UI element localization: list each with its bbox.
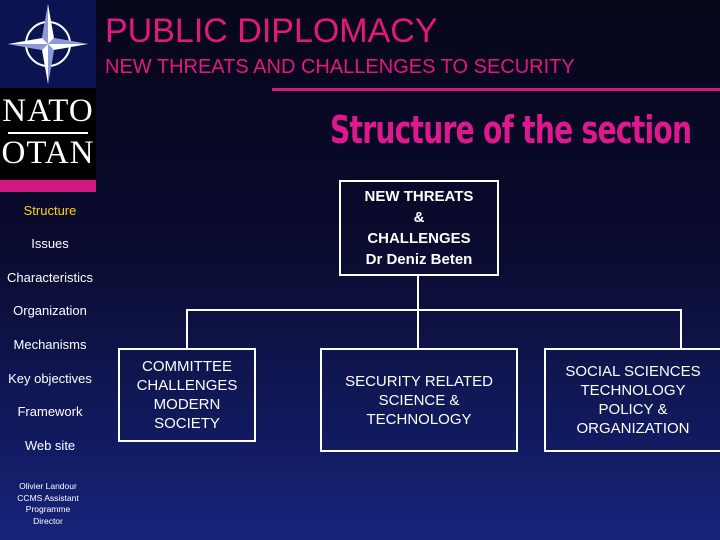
- page-title: PUBLIC DIPLOMACY: [105, 12, 438, 50]
- org-child-box-committee: COMMITTEE CHALLENGES MODERN SOCIETY: [118, 348, 256, 442]
- section-heading: Structure of the section: [330, 108, 692, 152]
- nav-item-mechanisms[interactable]: Mechanisms: [13, 337, 87, 352]
- nav-item-web-site[interactable]: Web site: [24, 438, 76, 453]
- org-child-label-3: SOCIAL SCIENCES TECHNOLOGY POLICY & ORGA…: [565, 363, 701, 437]
- logo-accent-strip: [0, 180, 96, 192]
- logo-divider: [8, 132, 88, 134]
- org-child-label-1: COMMITTEE CHALLENGES MODERN SOCIETY: [136, 358, 238, 432]
- connector-child-1: [186, 309, 188, 350]
- nav-item-structure[interactable]: Structure: [23, 203, 77, 218]
- title-divider: [272, 88, 720, 91]
- nav-item-characteristics[interactable]: Characteristics: [7, 270, 93, 285]
- nav-item-framework[interactable]: Framework: [17, 404, 83, 419]
- connector-child-2: [417, 309, 419, 350]
- connector-child-3: [680, 309, 682, 350]
- connector-horizontal: [186, 309, 682, 311]
- nav-item-organization[interactable]: Organization: [13, 303, 87, 318]
- logo-text-nato: NATO: [2, 93, 94, 129]
- nato-logo: NATO OTAN: [0, 0, 96, 192]
- nav-item-issues[interactable]: Issues: [31, 236, 69, 251]
- nav-item-key-objectives[interactable]: Key objectives: [8, 371, 92, 386]
- nato-otan-wordmark: NATO OTAN: [0, 88, 96, 180]
- page-subtitle: NEW THREATS AND CHALLENGES TO SECURITY: [105, 56, 575, 78]
- logo-text-otan: OTAN: [1, 135, 95, 171]
- connector-root-down: [417, 276, 419, 310]
- author-credit-text: Olivier Landour CCMS Assistant Programme…: [17, 481, 79, 526]
- org-child-box-security: SECURITY RELATED SCIENCE & TECHNOLOGY: [320, 348, 518, 452]
- nato-compass-star-icon: [0, 0, 96, 88]
- org-root-box: NEW THREATS & CHALLENGES Dr Deniz Beten: [339, 180, 499, 276]
- author-credit: Olivier Landour CCMS Assistant Programme…: [0, 481, 96, 527]
- org-root-label: NEW THREATS & CHALLENGES Dr Deniz Beten: [364, 188, 474, 268]
- org-child-box-social: SOCIAL SCIENCES TECHNOLOGY POLICY & ORGA…: [544, 348, 720, 452]
- org-child-label-2: SECURITY RELATED SCIENCE & TECHNOLOGY: [345, 372, 493, 428]
